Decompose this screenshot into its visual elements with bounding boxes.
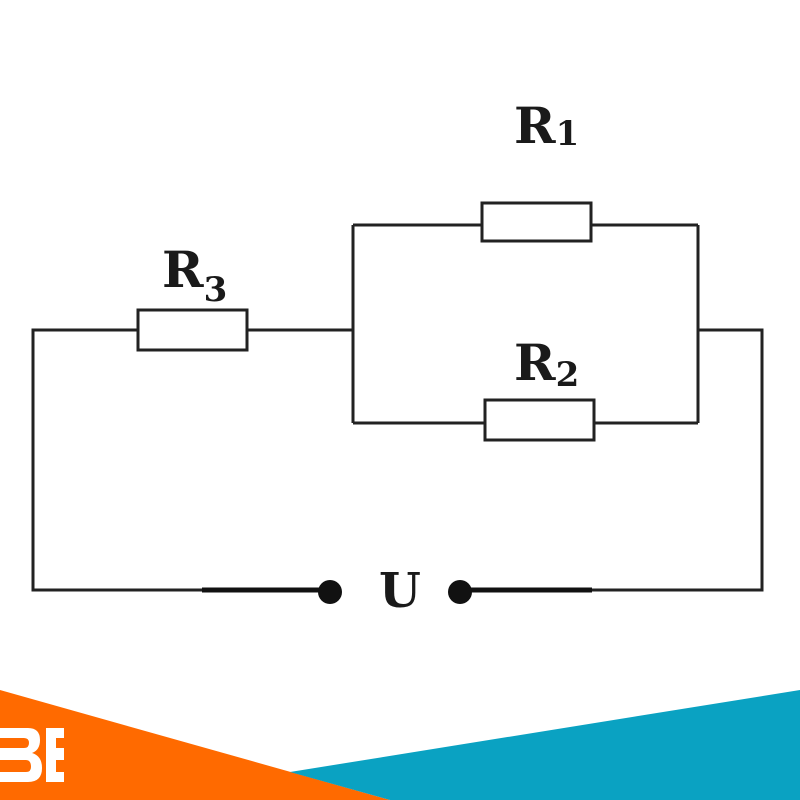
label-r3-subscript: 3 — [204, 270, 228, 310]
resistor-r2 — [483, 398, 596, 442]
terminal-right — [448, 580, 472, 604]
label-r1-subscript: 1 — [556, 114, 580, 154]
terminal-left — [318, 580, 342, 604]
resistor-r3 — [136, 308, 249, 352]
wire-left-loop — [31, 328, 202, 592]
label-r3-letter: R — [162, 240, 204, 299]
logo-glyph-e — [46, 728, 64, 782]
label-r2-letter: R — [514, 333, 556, 392]
logo-glyph-b — [0, 728, 42, 782]
resistor-r1 — [480, 201, 593, 243]
label-r1-letter: R — [514, 96, 556, 155]
label-r3: R3 — [162, 240, 227, 310]
label-r1: R1 — [514, 96, 579, 155]
label-source-u: U — [379, 563, 421, 619]
label-r2-subscript: 2 — [556, 355, 580, 395]
footer-teal-band — [290, 690, 800, 800]
footer-logo — [0, 728, 64, 782]
wires — [31, 223, 764, 592]
label-r2: R2 — [514, 333, 579, 395]
wire-right-loop — [592, 328, 764, 592]
